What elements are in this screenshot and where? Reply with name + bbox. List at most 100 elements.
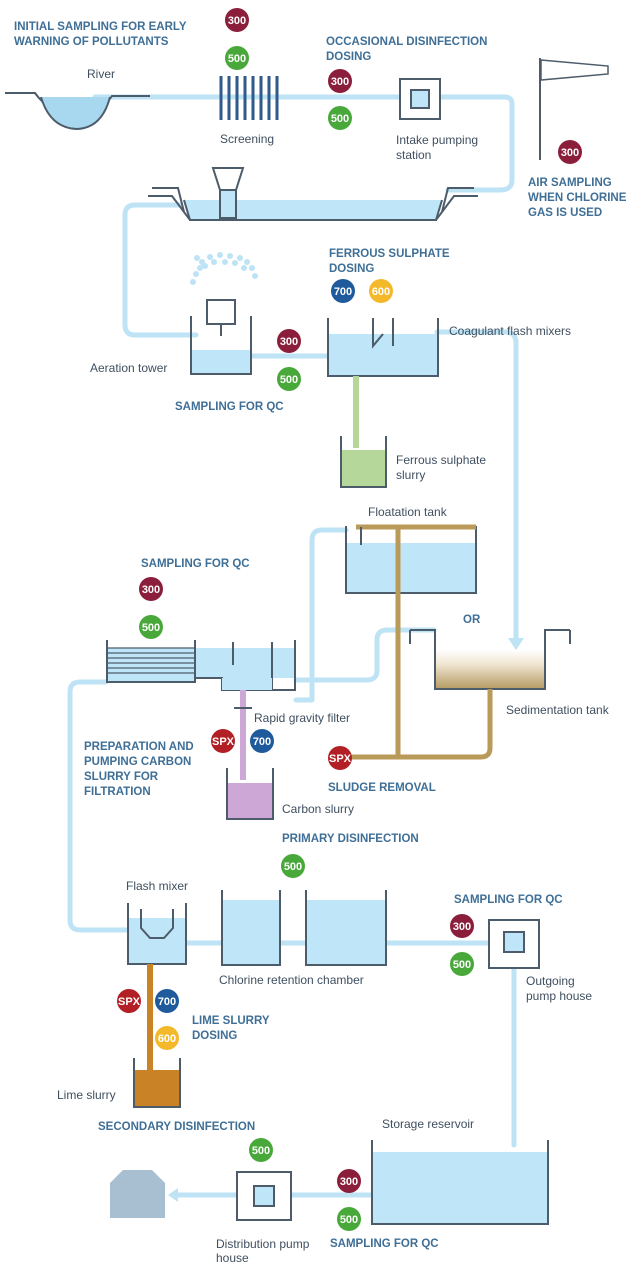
badge-500-secondary: 500: [249, 1138, 273, 1162]
badge-500-initial: 500: [225, 46, 249, 70]
aeration-spray: [190, 252, 258, 285]
svg-text:SPX: SPX: [118, 996, 141, 1008]
ferrous-dosing-heading-line1: FERROUS SULPHATE: [329, 248, 450, 260]
outgoing-label-line1: Outgoing: [526, 974, 575, 988]
svg-text:600: 600: [158, 1033, 176, 1045]
badge-500-primary: 500: [281, 854, 305, 878]
svg-text:500: 500: [252, 1145, 270, 1157]
badge-700-ferrous: 700: [331, 279, 355, 303]
badge-600-ferrous: 600: [369, 279, 393, 303]
air-sampling-heading-line1: AIR SAMPLING: [528, 177, 612, 189]
ferrous-slurry-label-line1: Ferrous sulphate: [396, 453, 486, 467]
screening-label: Screening: [220, 132, 274, 146]
svg-text:500: 500: [228, 53, 246, 65]
ferrous-dosing-heading-line2: DOSING: [329, 263, 374, 275]
lime-slurry-label: Lime slurry: [57, 1088, 116, 1102]
svg-text:500: 500: [142, 622, 160, 634]
intake-label-line2: station: [396, 148, 431, 162]
sampling-qc-heading-aeration: SAMPLING FOR QC: [175, 401, 284, 413]
secondary-disinfection-heading: SECONDARY DISINFECTION: [98, 1121, 255, 1133]
svg-text:700: 700: [334, 286, 352, 298]
intake-basin: [148, 187, 478, 221]
badge-spx-lime: SPX: [117, 989, 141, 1013]
river-label: River: [87, 67, 115, 81]
carbon-slurry-tank: [226, 768, 274, 820]
initial-sampling-heading-line2: WARNING OF POLLUTANTS: [14, 36, 169, 48]
carbon-slurry-label: Carbon slurry: [282, 802, 354, 816]
badge-spx-sludge: SPX: [328, 746, 352, 770]
sludge-pipes: [340, 527, 493, 760]
badge-300-storage: 300: [337, 1169, 361, 1193]
svg-text:500: 500: [284, 861, 302, 873]
svg-text:SPX: SPX: [212, 736, 235, 748]
flash-mixer-label: Flash mixer: [126, 879, 188, 893]
svg-text:700: 700: [253, 736, 271, 748]
storage-label: Storage reservoir: [382, 1117, 474, 1131]
distribution-arrowhead: [168, 1188, 178, 1202]
rapid-gravity-filter: [106, 640, 296, 691]
floatation-tank: [345, 524, 477, 594]
carbon-prep-heading-line4: FILTRATION: [84, 786, 151, 798]
outgoing-pump-house: [488, 919, 540, 969]
badge-300-outgoing: 300: [450, 914, 474, 938]
svg-text:300: 300: [280, 336, 298, 348]
sampling-qc-heading-filter: SAMPLING FOR QC: [141, 558, 250, 570]
svg-text:500: 500: [331, 113, 349, 125]
coagulant-flash-mixers: [327, 318, 439, 377]
badge-700-carbon: 700: [250, 729, 274, 753]
aeration-tower: [190, 299, 252, 375]
badge-300-air: 300: [558, 140, 582, 164]
svg-text:600: 600: [372, 286, 390, 298]
chlorine-retention-chamber: [221, 890, 387, 966]
house-icon: [110, 1170, 165, 1218]
water-pipes: [67, 94, 519, 1198]
sampling-qc-heading-outgoing: SAMPLING FOR QC: [454, 894, 563, 906]
chlorine-chamber-label: Chlorine retention chamber: [219, 973, 364, 987]
storage-reservoir: [371, 1140, 549, 1225]
ferrous-slurry-tank: [340, 436, 387, 488]
badge-300-initial: 300: [225, 8, 249, 32]
badge-500-outgoing: 500: [450, 952, 474, 976]
svg-text:500: 500: [453, 959, 471, 971]
sampling-qc-heading-storage: SAMPLING FOR QC: [330, 1238, 439, 1250]
occasional-dosing-heading-line2: DOSING: [326, 51, 371, 63]
carbon-prep-heading-line3: SLURRY FOR: [84, 771, 159, 783]
aeration-label: Aeration tower: [90, 361, 167, 375]
distribution-label-line1: Distribution pump: [216, 1237, 310, 1251]
badge-300-aeration: 300: [277, 329, 301, 353]
lime-slurry-tank: [133, 1058, 181, 1108]
windsock-icon: [539, 58, 609, 160]
primary-disinfection-heading: PRIMARY DISINFECTION: [282, 833, 419, 845]
sludge-removal-heading: SLUDGE REMOVAL: [328, 782, 436, 794]
sedimentation-tank: [409, 629, 571, 690]
svg-text:500: 500: [280, 374, 298, 386]
svg-text:300: 300: [142, 584, 160, 596]
badge-500-aeration: 500: [277, 367, 301, 391]
lime-dosing-heading-line2: DOSING: [192, 1030, 237, 1042]
carbon-prep-heading-line1: PREPARATION AND: [84, 741, 194, 753]
svg-text:500: 500: [340, 1214, 358, 1226]
or-label: OR: [463, 614, 481, 626]
svg-text:300: 300: [340, 1176, 358, 1188]
air-sampling-heading-line2: WHEN CHLORINE: [528, 192, 627, 204]
svg-text:300: 300: [331, 76, 349, 88]
flash-mixer: [127, 903, 187, 965]
carbon-prep-heading-line2: PUMPING CARBON: [84, 756, 191, 768]
sedimentation-label: Sedimentation tank: [506, 703, 610, 717]
intake-pumping-station: [399, 78, 441, 120]
lime-dosing-heading-line1: LIME SLURRY: [192, 1015, 270, 1027]
distribution-pump-house: [236, 1171, 292, 1221]
rapid-filter-label: Rapid gravity filter: [254, 711, 350, 725]
svg-text:300: 300: [453, 921, 471, 933]
badge-300-filter: 300: [139, 577, 163, 601]
badge-spx-carbon: SPX: [211, 729, 235, 753]
air-sampling-heading-line3: GAS IS USED: [528, 207, 602, 219]
svg-text:SPX: SPX: [329, 753, 352, 765]
badge-600-lime: 600: [155, 1026, 179, 1050]
badge-300-intake: 300: [328, 69, 352, 93]
svg-text:700: 700: [158, 996, 176, 1008]
sedimentation-inflow-arrowhead: [508, 638, 524, 650]
svg-text:300: 300: [561, 147, 579, 159]
initial-sampling-heading-line1: INITIAL SAMPLING FOR EARLY: [14, 21, 187, 33]
